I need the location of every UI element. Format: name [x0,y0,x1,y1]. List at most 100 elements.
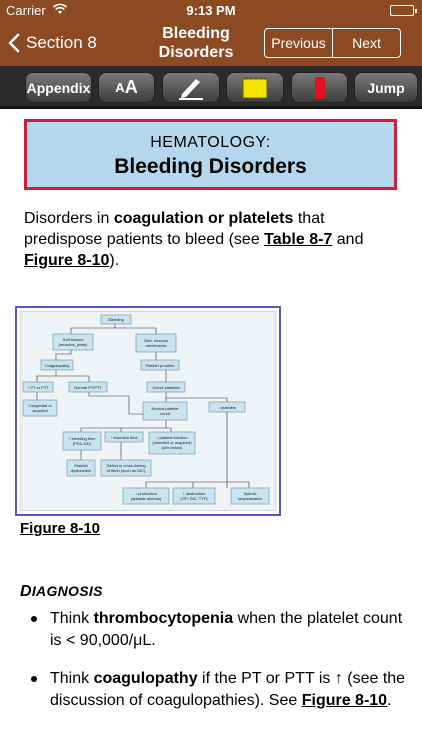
red-highlighter-button[interactable] [291,72,348,103]
diagnosis-heading: DIAGNOSIS [20,583,103,601]
flowchart-node [146,381,186,393]
flowchart-node [68,381,108,393]
table-8-7-link[interactable]: Table 8-7 [264,231,333,248]
flowchart-label: Check platelets [152,385,179,390]
flowchart-label: Platelet problem [146,363,176,368]
next-button[interactable]: Next [332,29,400,57]
bullet-text: Think [50,670,94,687]
flowchart-label: Defect in cross-linking [106,463,145,468]
flowchart-label: Platelet [74,463,88,468]
flowchart-node [62,431,102,451]
flowchart-label: ↓ production [135,491,157,496]
flowchart-label: (see below) [162,445,183,450]
flowchart-label: (aplastic anemia) [131,496,162,501]
chapter-title: Bleeding Disorders [114,155,307,178]
flowchart-node [52,333,94,351]
page-title-line1: Bleeding [162,25,230,42]
intro-paragraph: Disorders in coagulation or platelets th… [24,208,404,271]
flowchart: Bleeding Soft tissues (muscles, joints) … [20,311,276,511]
figure-image[interactable]: Bleeding Soft tissues (muscles, joints) … [15,306,281,516]
flowchart-node [100,314,132,325]
flowchart-node [22,381,54,393]
flowchart-node [104,431,144,443]
flowchart-label: Skin, mucous [144,338,168,343]
font-small-glyph: A [115,80,125,95]
chapter-header: HEMATOLOGY: Bleeding Disorders [24,119,397,190]
flowchart-label: Normal platelet [152,406,180,411]
bullet-text: when the platelet count is < 90,000/μL. [50,610,403,649]
wifi-icon [52,3,68,18]
flowchart-label: dysfunction [71,468,91,473]
battery-icon [390,5,417,16]
flowchart-label: Soft tissues [63,337,84,342]
figure-8-10-link[interactable]: Figure 8-10 [24,252,110,269]
list-item: Think coagulopathy if the PT or PTT is ↑… [30,668,415,712]
pen-button[interactable] [162,72,220,103]
clock: 9:13 PM [186,3,236,18]
flowchart-node [148,431,196,455]
flowchart-label: acquired [32,408,47,413]
figure-8-10-link[interactable]: Figure 8-10 [301,692,388,709]
flowchart-label: membranes [145,343,166,348]
red-marker-icon [314,76,325,99]
flowchart-node [22,399,58,417]
figure-caption-link[interactable]: Figure 8-10 [20,520,101,537]
chapter-subtitle: HEMATOLOGY: [150,134,271,151]
flowchart-label: ↑ destruction [183,491,206,496]
flowchart-node [66,459,96,477]
flowchart-label: ↑ bleeding time [69,436,97,441]
appendix-button[interactable]: Appendix [25,72,92,103]
yellow-note-icon [242,76,268,98]
flowchart-label: Congenital or [28,403,52,408]
flowchart-label: of fibrin (such as DIC) [107,468,146,473]
yellow-highlighter-button[interactable] [226,72,284,103]
bullet-text: if the PT or PTT is ↑ (see the discussio… [50,670,406,709]
bullet-text: . [387,692,392,709]
back-label: Section 8 [26,33,97,52]
page-title-line2: Disorders [158,44,234,61]
bullet-text: Think [50,610,94,627]
previous-button[interactable]: Previous [271,35,326,51]
flowchart-label: ↓ platelet function [156,435,187,440]
intro-text: ). [109,252,120,269]
heading-rest: IAGNOSIS [31,583,103,599]
flowchart-node [142,401,188,421]
navigation-bar: Section 8 Bleeding Disorders Previous Ne… [0,20,422,66]
flowchart-label: (muscles, joints) [59,342,89,347]
page-title: Bleeding Disorders [140,24,252,62]
flowchart-label: ↑ PT or PTT [27,385,49,390]
intro-text: that predispose patients to bleed (see [24,210,325,248]
pen-icon [179,78,203,100]
intro-text: Disorders in [24,210,114,227]
flowchart-label: ↓ platelets [218,405,236,410]
jump-button[interactable]: Jump [354,72,418,103]
flowchart-label: (ITP, DIC, TTP) [180,496,208,501]
flowchart-label: Normal PT/PTT [74,385,102,390]
font-large-glyph: A [124,77,138,97]
status-bar: Carrier 9:13 PM [0,0,422,20]
intro-text: and [332,231,364,248]
intro-bold: coagulation or platelets [113,210,294,227]
flowchart-node [122,487,170,505]
flowchart-label: (PFA-100) [73,441,92,446]
flowchart-node [208,401,246,413]
flowchart-node [40,359,74,371]
flowchart-label: Bleeding [108,317,124,322]
bullet-bold: coagulopathy [93,670,198,687]
diagnosis-list: Think thrombocytopenia when the platelet… [30,608,415,728]
heading-initial: D [20,583,32,600]
flowchart-label: ↑ thrombin time [110,435,138,440]
flowchart-node [135,333,177,353]
carrier-label: Carrier [6,3,46,18]
flowchart-svg: Bleeding Soft tissues (muscles, joints) … [22,314,270,505]
flowchart-node [140,359,180,371]
prev-next-control: Previous Next [264,28,401,58]
flowchart-label: sequestration [238,496,262,501]
bullet-bold: thrombocytopenia [93,610,234,627]
flowchart-node [100,459,152,477]
flowchart-label: Splenic [243,491,256,496]
flowchart-label: (inherited or acquired) [152,440,192,445]
back-button[interactable]: Section 8 [8,28,97,58]
